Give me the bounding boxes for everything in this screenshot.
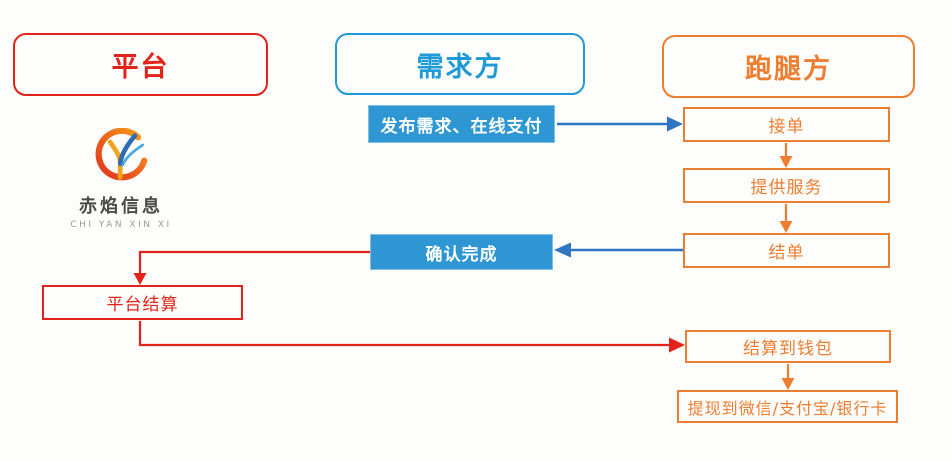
node-platform-settle: 平台结算 (42, 285, 243, 320)
node-provide-service: 提供服务 (683, 168, 890, 203)
lane-header-runner-label: 跑腿方 (745, 54, 832, 85)
node-confirm-complete-label: 确认完成 (425, 244, 498, 265)
lane-header-demand-label: 需求方 (416, 51, 504, 83)
node-publish-demand: 发布需求、在线支付 (368, 105, 555, 143)
company-name-pinyin: CHI YAN XIN XI (70, 220, 172, 230)
node-finish-order-label: 结单 (768, 243, 805, 263)
company-logo: 赤焰信息 CHI YAN XIN XI (66, 128, 176, 230)
arrow-serve-to-finish (779, 204, 793, 233)
node-platform-settle-label: 平台结算 (106, 295, 179, 315)
arrow-settle-to-wallet (138, 321, 685, 353)
node-settle-to-wallet: 结算到钱包 (685, 330, 891, 363)
arrow-wallet-to-withdraw (781, 364, 795, 390)
arrow-publish-to-accept (557, 116, 683, 132)
lane-header-platform: 平台 (13, 33, 268, 96)
lane-header-platform-label: 平台 (111, 52, 170, 83)
chiyan-logo-icon (95, 128, 148, 181)
arrow-accept-to-serve (779, 143, 793, 168)
node-accept-order-label: 接单 (768, 117, 805, 137)
lane-header-runner: 跑腿方 (662, 35, 915, 98)
lane-header-demand: 需求方 (335, 33, 585, 95)
node-finish-order: 结单 (683, 233, 890, 268)
node-confirm-complete: 确认完成 (370, 234, 553, 270)
node-accept-order: 接单 (683, 107, 890, 142)
node-withdraw-label: 提现到微信/支付宝/银行卡 (687, 398, 888, 418)
node-withdraw: 提现到微信/支付宝/银行卡 (677, 390, 898, 423)
arrow-confirm-to-settle (133, 250, 370, 285)
arrow-finish-to-confirm (554, 242, 683, 258)
node-publish-demand-label: 发布需求、在线支付 (380, 116, 543, 137)
company-name: 赤焰信息 (79, 196, 163, 217)
node-provide-service-label: 提供服务 (750, 178, 823, 198)
node-settle-to-wallet-label: 结算到钱包 (743, 339, 833, 359)
